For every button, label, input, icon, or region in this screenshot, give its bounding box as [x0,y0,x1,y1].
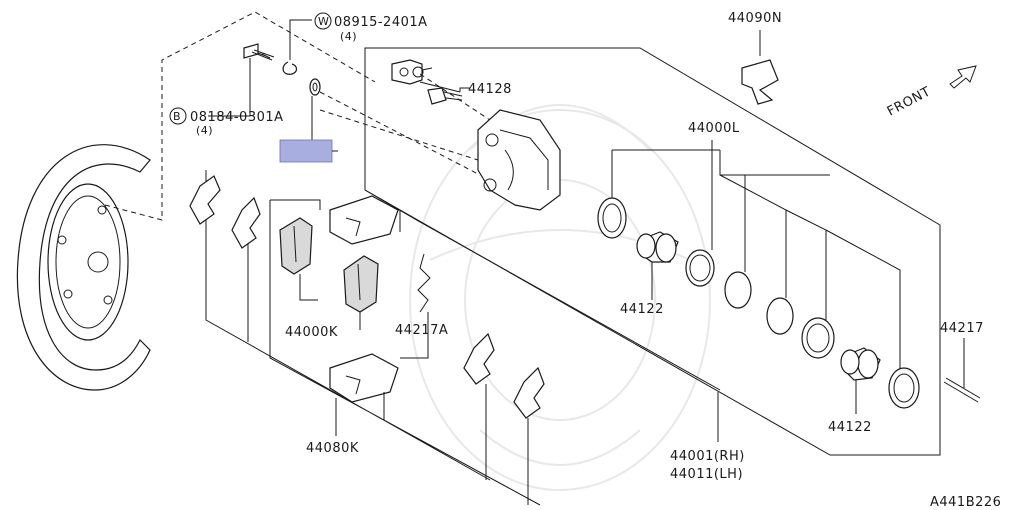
caliper-body [319,109,561,211]
spring-44090n-group: 44090N [728,11,782,105]
clip-left-1 [189,175,221,225]
wire-spring-44217a [417,253,431,313]
bolt-w-circle-icon [314,12,332,30]
clip-right-1 [463,332,495,385]
brake-pad-inner [279,217,313,275]
front-arrow-group: FRONT [885,65,977,120]
pin-44217-group: 44217 [940,321,984,403]
label-44090n: 44090N [728,11,782,26]
label-08184-qty: (4) [196,124,213,137]
front-label: FRONT [885,84,933,119]
dust-shield [16,144,151,391]
label-44080k: 44080K [306,441,359,456]
label-44011-lh: 44011(LH) [670,467,743,482]
diagram-reference-code: A441B226 [930,495,1001,510]
label-44000k: 44000K [285,325,338,340]
bolt-08184-group: B 08184-0301A (4) [169,58,481,176]
shield-bolt-leader [104,11,376,221]
piston-44122-upper: 44122 [620,231,679,317]
label-44122-lower: 44122 [828,420,872,435]
seal-ring-middle [685,249,715,287]
highlight-marker [279,139,333,163]
shim-top [329,195,399,245]
shim-bottom [329,353,399,403]
bleeder-44128-group: 44128 [391,59,512,121]
label-08915-2401a: 08915-2401A [334,15,428,30]
bolt-w-circle-letter: W [318,15,329,28]
clip-right-2 [513,366,545,419]
label-44217: 44217 [940,321,984,336]
clip-left-2 [231,196,261,249]
label-08184-0301a: 08184-0301A [190,110,284,125]
label-44128: 44128 [468,82,512,97]
label-08915-qty: (4) [340,30,357,43]
front-arrow-icon [949,65,977,89]
seal-ring-bottom [888,367,920,409]
pad-kit-outline [205,170,541,506]
label-44000l: 44000L [688,121,740,136]
bolt-b-circle-letter: B [173,110,181,123]
label-44217a: 44217A [395,323,448,338]
seal-ring-lower [801,317,835,359]
seal-ring-upper [597,197,627,239]
label-44122-upper: 44122 [620,302,664,317]
piston-44122-lower: 44122 [828,347,881,435]
bolt-b-circle-icon [169,107,187,125]
bolt-08915-group: W 08915-2401A (4) [243,12,428,75]
brake-pad-outer [343,255,379,313]
dust-boot-2 [766,297,794,335]
label-44001-rh: 44001(RH) [670,449,745,464]
dust-boot-1 [724,271,752,309]
